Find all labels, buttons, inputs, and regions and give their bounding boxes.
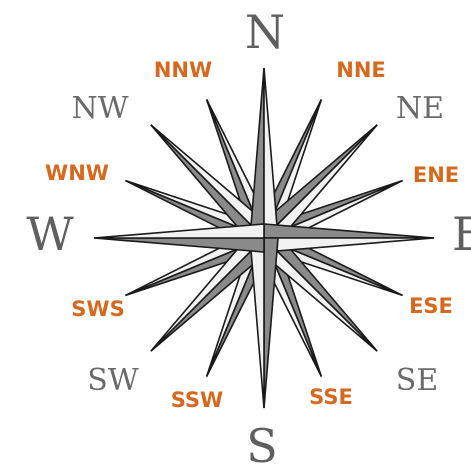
label-se: SE <box>396 363 438 398</box>
point-e-light <box>264 238 434 252</box>
label-e: E <box>452 207 471 261</box>
compass-points <box>94 68 434 408</box>
label-ssw: SSW <box>171 388 223 412</box>
label-wnw: WNW <box>45 161 109 185</box>
label-n: N <box>245 5 285 59</box>
label-nnw: NNW <box>154 58 212 82</box>
label-ese: ESE <box>409 294 453 318</box>
label-sw: SW <box>87 363 139 398</box>
point-w-light <box>94 224 264 238</box>
point-s-light <box>250 238 264 408</box>
label-sws: SWS <box>71 297 124 321</box>
label-s: S <box>246 419 278 466</box>
label-ene: ENE <box>413 163 459 187</box>
label-sse: SSE <box>309 385 353 409</box>
point-n-light <box>264 68 278 238</box>
point-n-dark <box>250 68 264 238</box>
label-nne: NNE <box>336 58 386 82</box>
label-ne: NE <box>396 91 444 126</box>
point-s-dark <box>264 238 278 408</box>
label-nw: NW <box>71 91 128 126</box>
point-e-dark <box>264 224 434 238</box>
label-w: W <box>26 207 74 261</box>
point-w-dark <box>94 238 264 252</box>
